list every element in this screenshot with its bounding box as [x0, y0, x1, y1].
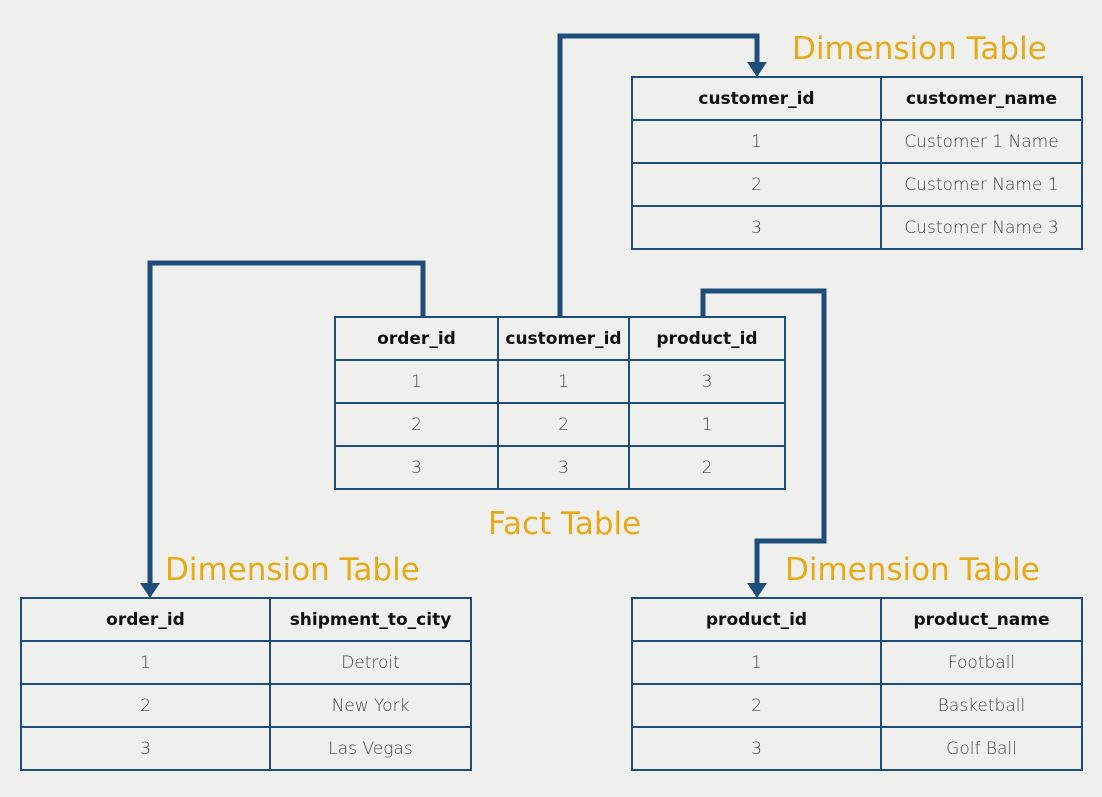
arrowhead-product: [747, 583, 767, 598]
table-row: 1 Detroit: [20, 640, 472, 685]
cell: Golf Ball: [880, 726, 1083, 771]
fact-table-label: Fact Table: [488, 506, 642, 542]
customer-dimension-label: Dimension Table: [792, 31, 1047, 67]
connector-customer: [557, 33, 760, 316]
customer-dimension-table: customer_id customer_name 1 Customer 1 N…: [631, 76, 1083, 250]
header-product-id: product_id: [628, 316, 786, 361]
cell: 1: [20, 640, 271, 685]
product-dimension-table: product_id product_name 1 Football 2 Bas…: [631, 597, 1083, 771]
table-row: 2 New York: [20, 683, 472, 728]
arrowhead-customer: [747, 62, 767, 77]
table-row: 2 Customer Name 1: [631, 162, 1083, 207]
cell: Las Vegas: [269, 726, 472, 771]
table-row: 2 2 1: [334, 402, 786, 447]
cell: 3: [497, 445, 630, 490]
table-row: 2 Basketball: [631, 683, 1083, 728]
cell: 3: [628, 359, 786, 404]
table-row: 3 Customer Name 3: [631, 205, 1083, 250]
cell: 2: [631, 162, 882, 207]
header-customer-name: customer_name: [880, 76, 1083, 121]
cell: 1: [631, 640, 882, 685]
table-header-row: order_id shipment_to_city: [20, 597, 472, 642]
cell: 1: [497, 359, 630, 404]
table-header-row: order_id customer_id product_id: [334, 316, 786, 361]
table-row: 3 Las Vegas: [20, 726, 472, 771]
product-dimension-label: Dimension Table: [785, 552, 1040, 588]
cell: Football: [880, 640, 1083, 685]
table-header-row: customer_id customer_name: [631, 76, 1083, 121]
cell: 2: [628, 445, 786, 490]
table-row: 1 1 3: [334, 359, 786, 404]
cell: 2: [334, 402, 499, 447]
header-order-id: order_id: [20, 597, 271, 642]
cell: 2: [497, 402, 630, 447]
cell: 3: [631, 726, 882, 771]
header-product-id: product_id: [631, 597, 882, 642]
cell: 2: [20, 683, 271, 728]
cell: Customer 1 Name: [880, 119, 1083, 164]
order-dimension-table: order_id shipment_to_city 1 Detroit 2 Ne…: [20, 597, 472, 771]
table-header-row: product_id product_name: [631, 597, 1083, 642]
cell: 1: [628, 402, 786, 447]
cell: 3: [631, 205, 882, 250]
header-order-id: order_id: [334, 316, 499, 361]
header-customer-id: customer_id: [631, 76, 882, 121]
cell: Basketball: [880, 683, 1083, 728]
order-dimension-label: Dimension Table: [165, 552, 420, 588]
cell: 1: [334, 359, 499, 404]
table-row: 3 3 2: [334, 445, 786, 490]
cell: Customer Name 1: [880, 162, 1083, 207]
cell: 2: [631, 683, 882, 728]
header-product-name: product_name: [880, 597, 1083, 642]
table-row: 1 Football: [631, 640, 1083, 685]
connector-order: [147, 260, 426, 586]
cell: 3: [334, 445, 499, 490]
arrowhead-order: [140, 583, 160, 598]
header-customer-id: customer_id: [497, 316, 630, 361]
header-shipment-to-city: shipment_to_city: [269, 597, 472, 642]
cell: 1: [631, 119, 882, 164]
connector-product: [700, 288, 827, 586]
cell: Customer Name 3: [880, 205, 1083, 250]
cell: Detroit: [269, 640, 472, 685]
table-row: 3 Golf Ball: [631, 726, 1083, 771]
cell: 3: [20, 726, 271, 771]
fact-table: order_id customer_id product_id 1 1 3 2 …: [334, 316, 786, 490]
table-row: 1 Customer 1 Name: [631, 119, 1083, 164]
cell: New York: [269, 683, 472, 728]
